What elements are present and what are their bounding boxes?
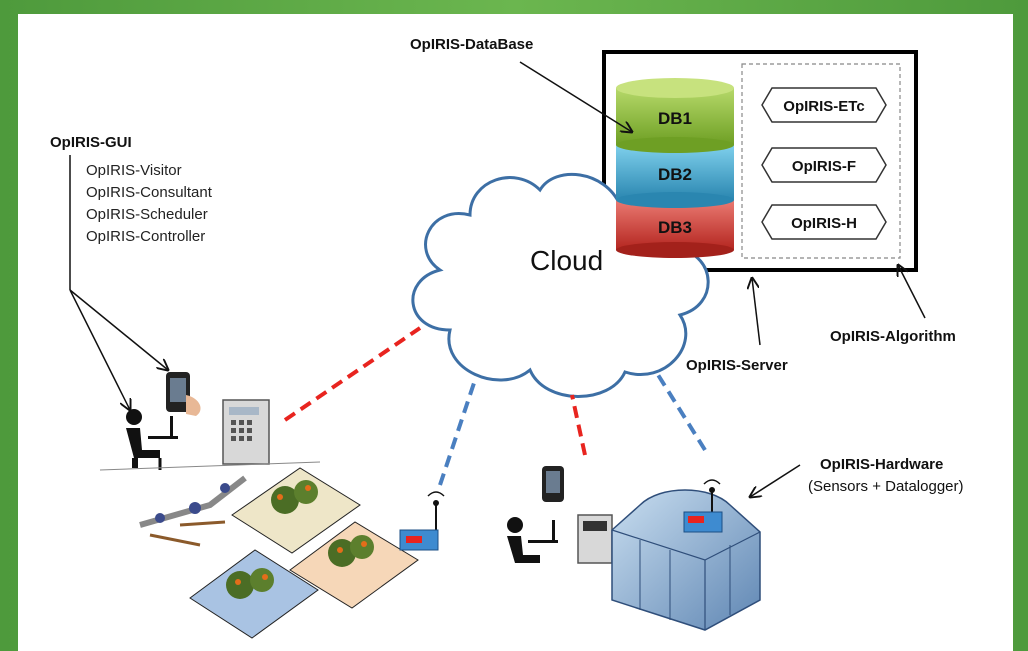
algorithm-f-label: OpIRIS-F [792, 158, 856, 175]
algorithm-h-label: OpIRIS-H [791, 215, 857, 232]
greenhouse-icon [611, 489, 761, 631]
db1-label: DB1 [658, 109, 692, 128]
algorithm-label: OpIRIS-Algorithm [830, 328, 956, 345]
smartphone-icon [166, 372, 201, 416]
db3-label: DB3 [658, 218, 692, 237]
field-plot-1 [231, 467, 361, 554]
controller-cabinet-icon [222, 399, 270, 465]
ground-line [99, 461, 321, 471]
hardware-arrow [750, 464, 801, 497]
server-label: OpIRIS-Server [686, 357, 788, 374]
db3-cylinder [616, 200, 734, 258]
gui-arrow-user [69, 289, 130, 410]
field-plot-2 [289, 521, 419, 609]
link-sensor-to-cloud [438, 379, 477, 486]
cloud-label: Cloud [530, 245, 603, 276]
gui-arrow-phone [69, 289, 168, 370]
db1-cylinder [616, 78, 734, 153]
algorithm-dashed-box [741, 63, 901, 259]
field-datalogger-icon [399, 491, 445, 551]
hardware-label: OpIRIS-Hardware [820, 456, 944, 473]
database-label: OpIRIS-DataBase [410, 36, 534, 53]
algorithm-arrow [898, 265, 926, 319]
irrigation-pipe-icon [139, 475, 247, 547]
link-field-to-cloud [283, 326, 422, 422]
hardware-sublabel: (Sensors + Datalogger) [808, 478, 964, 495]
gui-item-visitor: OpIRIS-Visitor [86, 162, 182, 179]
field-plot-3 [189, 549, 319, 639]
link-greenhouse-sensor-to-cloud [653, 368, 707, 452]
link-greenhouse-user-to-cloud [570, 394, 587, 456]
greenhouse-smartphone-icon [542, 466, 564, 502]
algorithm-h-tag [761, 204, 887, 240]
server-arrow [752, 278, 761, 346]
greenhouse-controller-icon [577, 514, 613, 564]
algorithm-etc-tag [761, 87, 887, 123]
gui-item-scheduler: OpIRIS-Scheduler [86, 206, 208, 223]
gui-list: OpIRIS-Visitor OpIRIS-Consultant OpIRIS-… [86, 160, 212, 248]
gui-item-consultant: OpIRIS-Consultant [86, 184, 212, 201]
algorithm-f-tag [761, 147, 887, 183]
user-at-desk-icon [126, 409, 178, 470]
database-arrow [519, 61, 632, 132]
gui-item-controller: OpIRIS-Controller [86, 228, 206, 245]
greenhouse-datalogger-icon [683, 479, 723, 533]
db2-label: DB2 [658, 165, 692, 184]
greenhouse-user-icon [507, 517, 558, 563]
gui-label: OpIRIS-GUI [50, 134, 132, 151]
db2-cylinder [616, 145, 734, 208]
algorithm-etc-label: OpIRIS-ETc [783, 98, 864, 115]
